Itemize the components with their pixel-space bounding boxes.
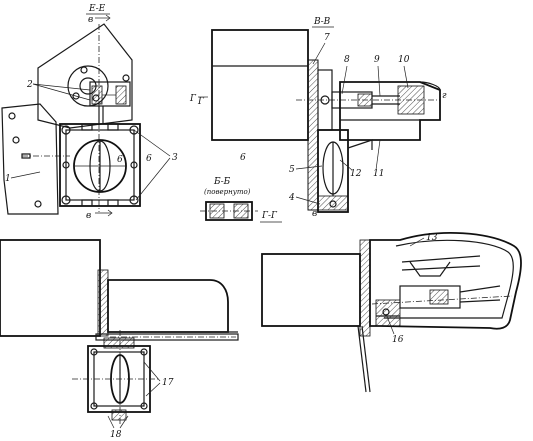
view-bb-title: Б-Б — [213, 177, 231, 187]
callout-7: 7 — [324, 33, 330, 43]
callout-11: 11 — [373, 169, 384, 179]
callout-1: 1 — [5, 174, 11, 184]
g-mark-left-2: Г — [197, 97, 205, 107]
callout-8: 8 — [344, 55, 350, 65]
callout-9: 9 — [374, 55, 380, 65]
callout-4: 4 — [288, 193, 295, 203]
callout-6a: 6 — [146, 154, 152, 164]
view-bb-note: (повернуто) — [204, 188, 251, 196]
view-bb: Б-Б (повернуто) — [200, 177, 258, 221]
v-mark-bottom: в — [86, 211, 91, 221]
view-lower-left: 17 18 — [0, 239, 239, 440]
callout-13: 13 — [426, 233, 438, 243]
callout-16: 16 — [392, 335, 404, 345]
callout-18: 18 — [110, 430, 122, 440]
view-gg-title: Г-Г — [261, 211, 278, 221]
callout-3: 3 — [172, 153, 178, 163]
callout-17: 17 — [162, 378, 174, 388]
view-ee: Е-Е в — [1, 4, 178, 221]
view-vv: В-В Г Г 6 7 8 9 — [189, 17, 447, 219]
view-gg: Г-Г 13 16 — [260, 211, 522, 393]
v-mark-top: в — [88, 15, 93, 25]
callout-5: 5 — [289, 165, 295, 175]
g-mark-left: Г — [189, 94, 197, 104]
view-ee-title: Е-Е — [88, 4, 106, 14]
callout-2: 2 — [26, 80, 33, 90]
callout-12: 12 — [350, 169, 362, 179]
view-vv-title: В-В — [313, 17, 331, 27]
callout-6c: 6 — [240, 153, 246, 163]
callout-10: 10 — [398, 55, 410, 65]
g-mark-right: г — [442, 91, 447, 101]
callout-6b: 6 — [117, 155, 123, 165]
vv-mark: в — [312, 209, 317, 219]
